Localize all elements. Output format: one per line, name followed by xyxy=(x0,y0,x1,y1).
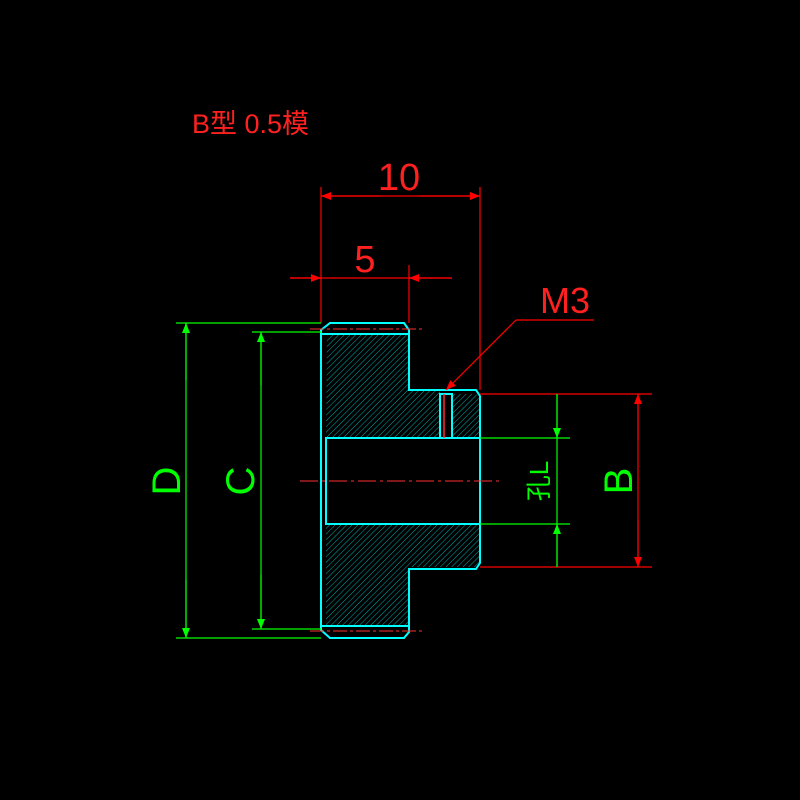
upper-hatched-region xyxy=(326,334,440,438)
upper-hub-hatched-region xyxy=(452,394,480,438)
gear-section xyxy=(300,322,500,639)
red-dimensions xyxy=(290,187,652,568)
drawing-title: B型 0.5模 xyxy=(192,109,309,139)
dim-label-D: D xyxy=(145,467,189,496)
dim-label-m3: M3 xyxy=(540,280,590,321)
lower-hatched-region xyxy=(326,524,480,626)
dim-label-10: 10 xyxy=(378,157,420,199)
set-screw-hole xyxy=(439,393,453,439)
dim-label-5: 5 xyxy=(354,239,375,281)
dim-label-B: B xyxy=(597,468,641,495)
dim-label-C: C xyxy=(219,467,263,496)
dim-label-bore: 孔L xyxy=(524,461,554,501)
part-outline xyxy=(320,322,481,639)
green-dimensions xyxy=(176,322,570,639)
